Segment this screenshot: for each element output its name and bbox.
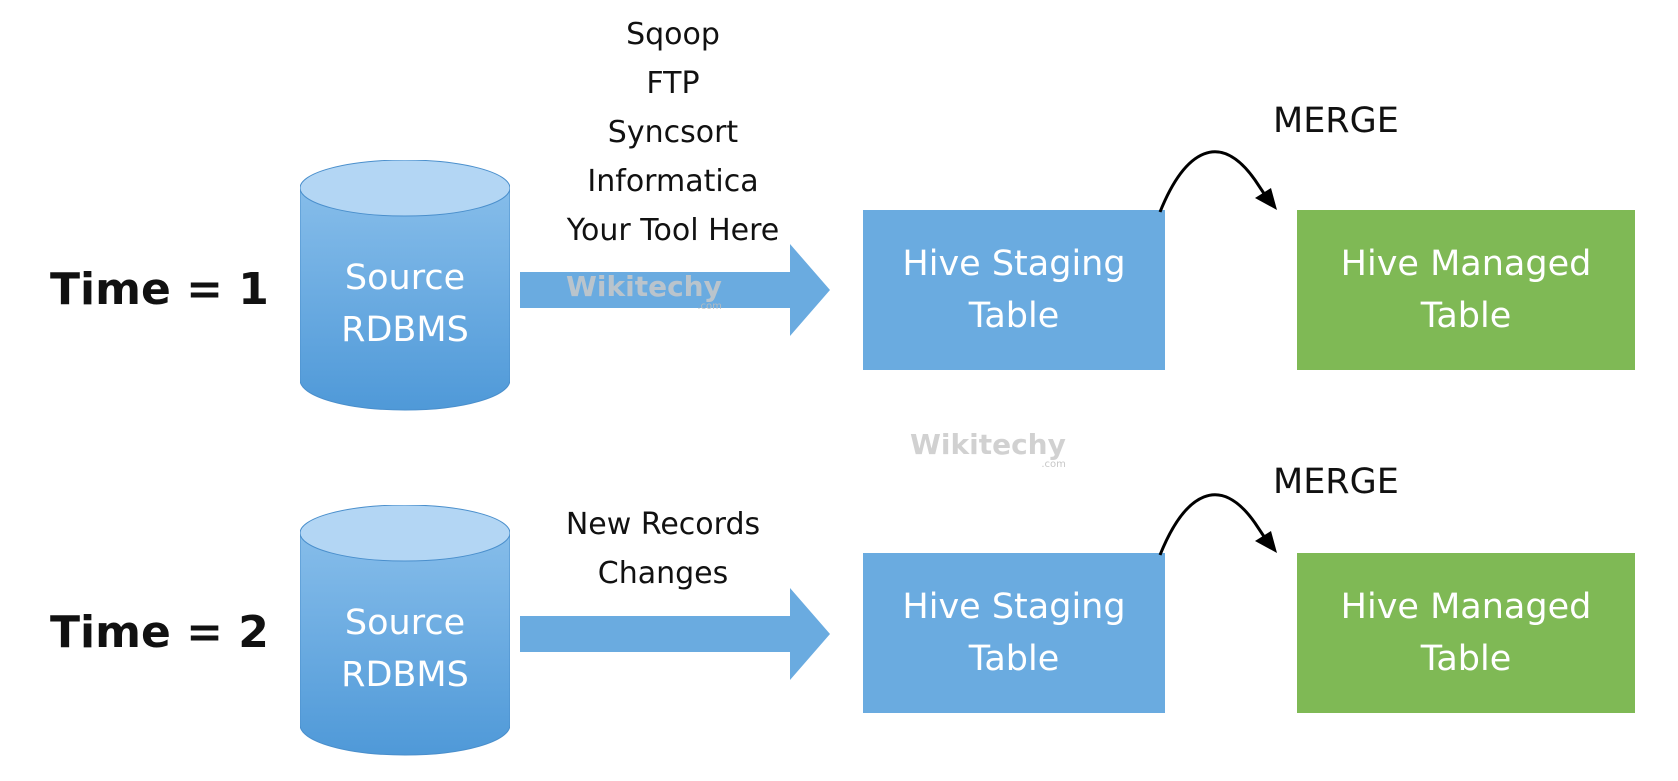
watermark-sub: .com — [1041, 459, 1066, 470]
transfer-tool-item: Syncsort — [607, 115, 739, 150]
database-cylinder-icon — [300, 160, 510, 411]
source-rdbms-cylinder-2: Source RDBMS — [300, 505, 510, 757]
transfer-tool-item: Your Tool Here — [566, 213, 780, 248]
source-rdbms-cylinder-1: Source RDBMS — [300, 160, 510, 412]
watermark-text: Wikitechy — [566, 270, 722, 303]
merge-arrow-2 — [1155, 483, 1295, 563]
transfer-tools-list-2: New Records Changes — [523, 500, 803, 598]
hive-staging-table-1: Hive Staging Table — [863, 210, 1165, 370]
transfer-tool-item: FTP — [646, 66, 700, 101]
right-arrow-icon — [520, 244, 830, 336]
database-cylinder-icon — [300, 505, 510, 756]
watermark-sub: .com — [697, 301, 722, 312]
merge-label-1: MERGE — [1273, 101, 1399, 141]
watermark-logo: Wikitechy .com — [566, 272, 722, 312]
transfer-arrow-1 — [520, 244, 830, 336]
managed-label-line1: Hive Managed — [1340, 587, 1592, 627]
hive-staging-table-2: Hive Staging Table — [863, 553, 1165, 713]
watermark-text: Wikitechy — [910, 428, 1066, 461]
time-label-2: Time = 2 — [50, 607, 269, 658]
managed-label-line1: Hive Managed — [1340, 244, 1592, 284]
transfer-tool-item: New Records — [565, 507, 761, 542]
transfer-tool-item: Changes — [597, 556, 729, 591]
hive-managed-table-1: Hive Managed Table — [1297, 210, 1635, 370]
right-arrow-icon — [520, 588, 830, 680]
merge-arrow-1 — [1155, 140, 1295, 220]
staging-label-line1: Hive Staging — [902, 244, 1126, 284]
time-label-1: Time = 1 — [50, 264, 269, 315]
curved-arrow-icon — [1158, 150, 1277, 213]
source-label-line1: Source — [344, 258, 466, 298]
managed-label-line2: Table — [1420, 296, 1512, 336]
staging-label-line2: Table — [968, 296, 1060, 336]
staging-label-line1: Hive Staging — [902, 587, 1126, 627]
transfer-arrow-2 — [520, 588, 830, 680]
hive-managed-table-2: Hive Managed Table — [1297, 553, 1635, 713]
transfer-tool-item: Sqoop — [626, 17, 720, 52]
source-label-line2: RDBMS — [341, 655, 469, 695]
transfer-tools-list-1: Sqoop FTP Syncsort Informatica Your Tool… — [533, 10, 813, 255]
transfer-tool-item: Informatica — [587, 164, 759, 199]
watermark-logo: Wikitechy .com — [910, 430, 1066, 470]
managed-label-line2: Table — [1420, 639, 1512, 679]
merge-label-2: MERGE — [1273, 462, 1399, 502]
source-label-line1: Source — [344, 603, 466, 643]
source-label-line2: RDBMS — [341, 310, 469, 350]
curved-arrow-icon — [1158, 493, 1277, 556]
staging-label-line2: Table — [968, 639, 1060, 679]
